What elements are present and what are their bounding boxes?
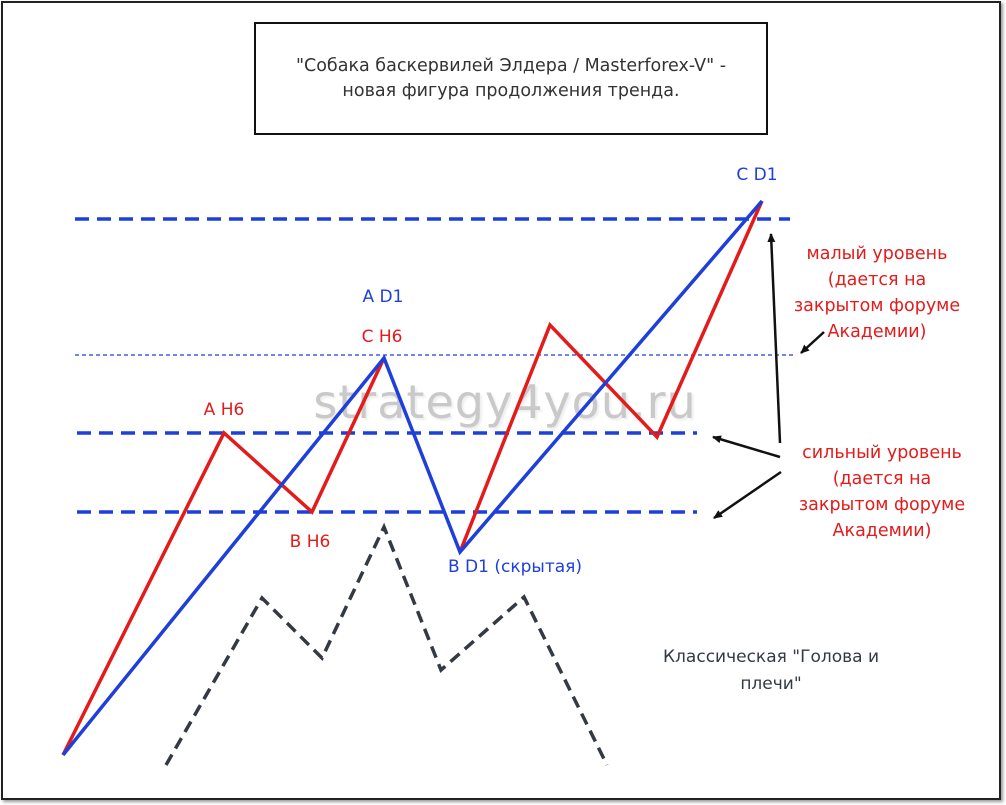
label-a-h6: A H6 [203, 400, 245, 420]
arrow-minor-icon [800, 331, 825, 354]
arrow-down-left-icon [713, 470, 782, 520]
label-c-d1: C D1 [736, 165, 778, 185]
note-line: закрытом форуме [798, 495, 966, 515]
note-line: плечи" [740, 674, 802, 694]
watermark: strategy4you.ru [313, 375, 697, 429]
label-a-d1: A D1 [362, 287, 404, 307]
note-head-shoulders: Классическая "Голова и плечи" [663, 644, 879, 698]
d1-line [61, 199, 764, 757]
note-line: закрытом форуме [793, 296, 961, 316]
note-strong-level: сильный уровень (дается на закрытом фору… [799, 440, 965, 544]
title-box: "Собака баскервилей Элдера / Masterforex… [254, 22, 768, 135]
title-line-2: новая фигура продолжения тренда. [342, 80, 680, 101]
label-c-h6: C H6 [361, 327, 403, 347]
title-line-1: "Собака баскервилей Элдера / Masterforex… [295, 55, 727, 76]
note-line: Классическая "Голова и [662, 647, 880, 667]
arrow-left-icon [712, 435, 781, 459]
note-line: (дается на [827, 270, 927, 290]
label-b-h6: B H6 [289, 532, 331, 552]
note-minor-level: малый уровень (дается на закрытом форуме… [794, 241, 960, 345]
h6-line-2 [458, 200, 764, 553]
note-line: сильный уровень [802, 443, 962, 463]
h6-line-1 [61, 357, 386, 756]
label-b-d1: B D1 (скрытая) [447, 557, 583, 577]
note-line: Академии) [832, 521, 932, 541]
arrow-up-icon [767, 233, 782, 444]
note-line: (дается на [832, 469, 932, 489]
head-shoulders-line [164, 522, 609, 766]
note-line: малый уровень [806, 244, 948, 264]
note-line: Академии) [827, 322, 927, 342]
